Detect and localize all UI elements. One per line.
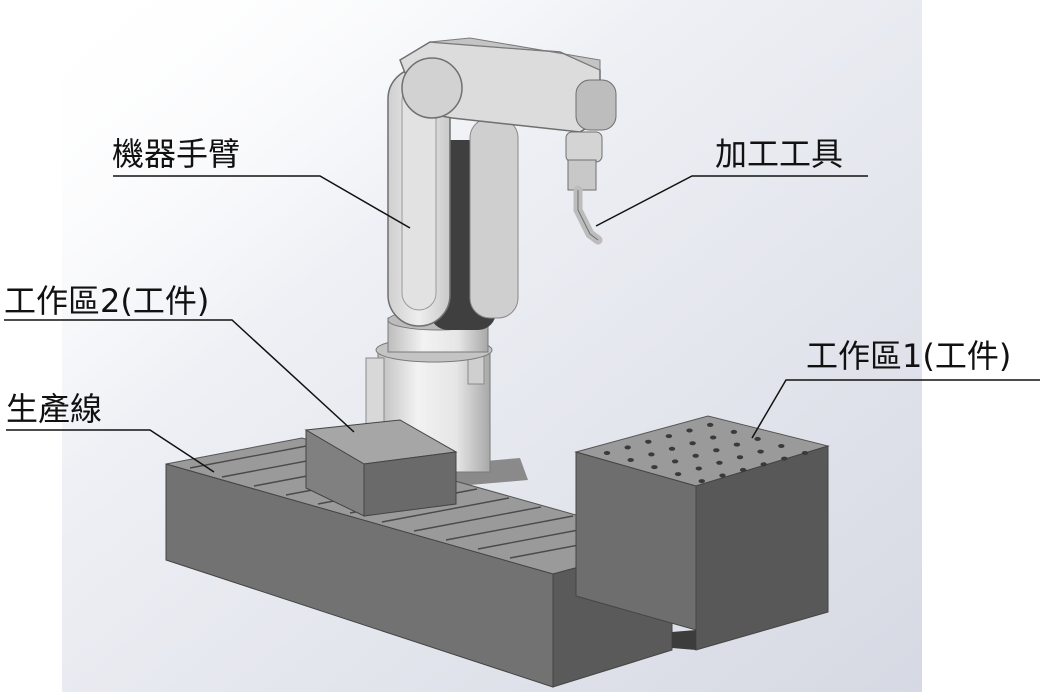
work-area-1-hole (730, 429, 738, 434)
work-area-1-hole (716, 460, 723, 465)
work-area-1-hole (668, 446, 676, 451)
work-area-1-label: 工作區1(工件) (806, 337, 1012, 375)
work-area-1-hole (754, 436, 761, 441)
work-area-1-hole (627, 458, 634, 462)
work-area-1-hole (695, 466, 702, 471)
robot-tool-holder (567, 159, 597, 191)
work-area-1-hole (733, 442, 741, 447)
leader-robot-arm (113, 175, 411, 229)
processing-tool-label: 加工工具 (715, 135, 844, 173)
work-area-1-hole (760, 462, 767, 467)
work-area-1-hole (692, 453, 699, 458)
robot-flange (565, 131, 603, 163)
work-area-1-hole (665, 434, 673, 439)
work-area-1-hole (603, 451, 611, 455)
work-area-2-side (363, 451, 457, 517)
work-area-1-hole (624, 445, 631, 450)
work-area-1-hole (781, 456, 788, 461)
work-area-1-hole (674, 472, 682, 477)
production-line-label: 生產線 (6, 390, 103, 428)
robot-upper-arm-top (429, 37, 601, 71)
robot-elbow-joint (401, 57, 463, 119)
work-area-1-slot (672, 630, 696, 650)
work-area-1-hole (686, 428, 693, 433)
work-area-1-hole (713, 448, 720, 453)
robot-arm-label: 機器手臂 (112, 135, 241, 173)
work-area-1-hole (651, 465, 658, 470)
leader-work-area-1 (751, 379, 1040, 439)
robot-wrist (575, 79, 617, 131)
work-area-1-hole (757, 449, 764, 454)
robot-arm (365, 37, 617, 492)
leader-processing-tool (595, 175, 868, 227)
work-area-1-hole (707, 422, 714, 427)
work-area-1-hole (719, 473, 726, 478)
work-area-1-hole (689, 441, 696, 446)
work-area-1-hole (710, 435, 717, 440)
leader-production-line (6, 429, 215, 473)
work-area-1-hole (698, 479, 705, 484)
work-area-1-hole (648, 452, 655, 457)
robot-shoulder-side (469, 117, 519, 319)
work-area-1-hole (739, 467, 747, 472)
work-area-1-hole (645, 439, 652, 444)
work-area-1-hole (736, 455, 744, 460)
work-area-1-hole (671, 459, 679, 464)
work-area-2-label: 工作區2(工件) (4, 282, 210, 320)
leader-lines (4, 175, 1040, 473)
work-area-2-box (304, 419, 458, 517)
work-area-1-holes (603, 422, 809, 484)
work-area-1-block (574, 415, 830, 651)
work-area-1-hole (801, 451, 809, 455)
leader-work-area-2 (4, 319, 355, 433)
work-area-1-hole (778, 444, 785, 448)
robot-base-bracket (365, 357, 385, 429)
